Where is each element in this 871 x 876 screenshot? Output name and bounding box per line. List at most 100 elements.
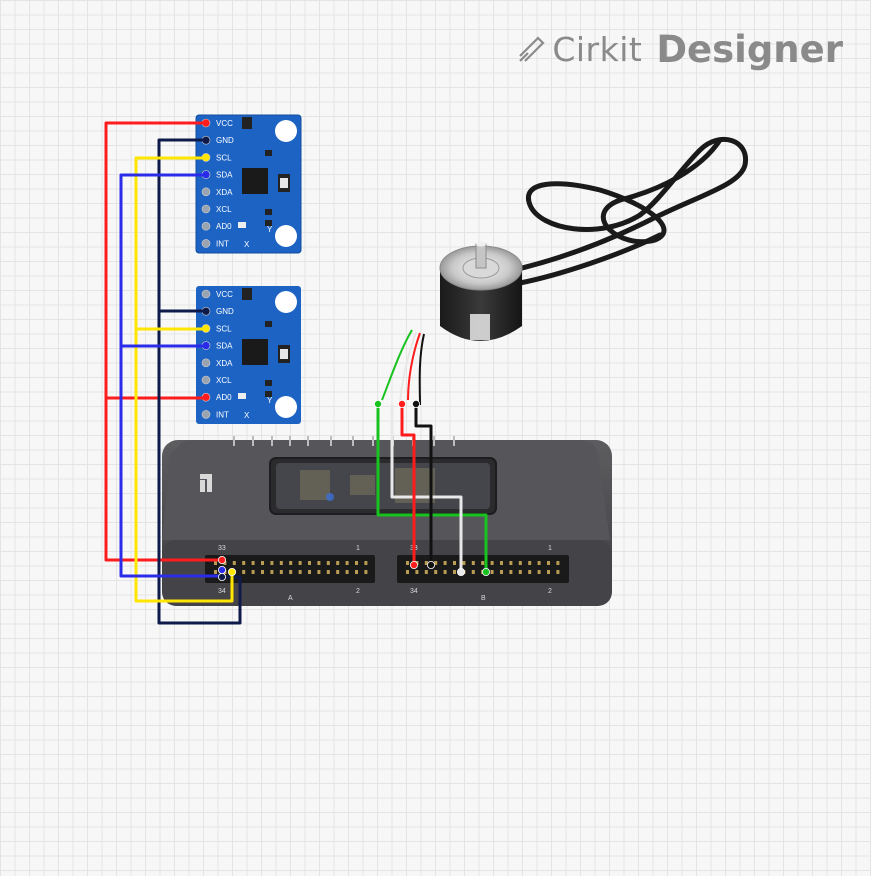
connector-pin[interactable] <box>500 561 503 565</box>
connector-pin[interactable] <box>242 561 246 565</box>
connector-a-label-2: 2 <box>356 588 360 595</box>
pin-xcl[interactable] <box>201 375 211 385</box>
wire-scl[interactable] <box>134 156 234 603</box>
connector-pin[interactable] <box>424 561 428 565</box>
connector-pin[interactable] <box>481 561 485 565</box>
connector-pin[interactable] <box>528 561 532 565</box>
connector-pin[interactable] <box>214 561 217 565</box>
connector-pin[interactable] <box>308 561 311 565</box>
wire-sda[interactable] <box>119 173 222 578</box>
connector-pin[interactable] <box>490 561 494 565</box>
connector-pin[interactable] <box>251 561 255 565</box>
pin-vcc[interactable] <box>201 289 211 299</box>
wire-endpoint[interactable] <box>426 561 435 570</box>
wire-endpoint[interactable] <box>456 568 465 577</box>
connector-pin[interactable] <box>326 561 330 565</box>
connector-pin[interactable] <box>434 561 438 565</box>
connector-pin[interactable] <box>317 570 321 574</box>
connector-pin[interactable] <box>336 570 340 574</box>
connector-pin[interactable] <box>308 570 311 574</box>
wire-gnd[interactable] <box>157 138 242 625</box>
connector-pin[interactable] <box>317 561 321 565</box>
connector-pin[interactable] <box>355 561 358 565</box>
connector-pin[interactable] <box>279 561 283 565</box>
connector-pin[interactable] <box>434 570 438 574</box>
connector-pin[interactable] <box>547 570 550 574</box>
daq-device[interactable]: 33 1 34 2 A 33 1 34 2 B <box>162 436 612 606</box>
wire-red2[interactable] <box>400 404 416 565</box>
pin-int[interactable] <box>201 239 211 248</box>
connector-pin[interactable] <box>509 570 513 574</box>
connector-pin[interactable] <box>537 570 541 574</box>
wire-white[interactable] <box>390 404 463 572</box>
daq-logo-icon <box>200 474 212 492</box>
connector-pin[interactable] <box>537 561 541 565</box>
connector-pin[interactable] <box>471 570 475 574</box>
connector-pin[interactable] <box>214 570 217 574</box>
connector-pin[interactable] <box>547 561 550 565</box>
connector-pin[interactable] <box>500 570 503 574</box>
connector-pin[interactable] <box>406 570 409 574</box>
connector-pin[interactable] <box>424 570 428 574</box>
connector-pin[interactable] <box>242 570 246 574</box>
connector-pin[interactable] <box>364 570 368 574</box>
connector-pin[interactable] <box>345 561 349 565</box>
wire-endpoint[interactable] <box>217 566 226 575</box>
connector-pin[interactable] <box>453 570 456 574</box>
connector-pin[interactable] <box>443 570 447 574</box>
connector-pin[interactable] <box>556 570 560 574</box>
wire-endpoint[interactable] <box>409 561 418 570</box>
wire-endpoint[interactable] <box>481 568 490 577</box>
connector-pin[interactable] <box>471 561 475 565</box>
connector-pin[interactable] <box>289 561 293 565</box>
connector-pin[interactable] <box>556 561 560 565</box>
connector-pin[interactable] <box>345 570 349 574</box>
connector-pin[interactable] <box>336 561 340 565</box>
connector-pin[interactable] <box>462 561 466 565</box>
connector-pin[interactable] <box>518 570 522 574</box>
connector-pin[interactable] <box>528 570 532 574</box>
connector-pin[interactable] <box>270 561 274 565</box>
connector-pin[interactable] <box>326 570 330 574</box>
pin-xda[interactable] <box>201 187 211 197</box>
connector-pin[interactable] <box>298 570 302 574</box>
connector-a[interactable]: 33 1 34 2 A <box>205 545 375 602</box>
wire-black[interactable] <box>414 404 433 565</box>
connector-pin[interactable] <box>270 570 274 574</box>
connector-b[interactable]: 33 1 34 2 B <box>397 545 569 602</box>
wire-endpoint[interactable] <box>217 556 226 565</box>
connector-a-label-34: 34 <box>218 588 226 595</box>
connector-pin[interactable] <box>453 561 456 565</box>
connector-pin[interactable] <box>355 570 358 574</box>
connector-pin[interactable] <box>279 570 283 574</box>
connector-pin[interactable] <box>298 561 302 565</box>
connector-pin[interactable] <box>251 570 255 574</box>
wire-endpoint[interactable] <box>397 399 406 408</box>
connector-pin[interactable] <box>415 570 419 574</box>
connector-pin[interactable] <box>261 570 264 574</box>
wire-endpoint[interactable] <box>373 399 382 408</box>
connector-pin[interactable] <box>443 561 447 565</box>
wire-vcc[interactable] <box>104 121 222 562</box>
pin-ad0[interactable] <box>201 221 211 231</box>
connector-pin[interactable] <box>406 561 409 565</box>
connector-pin[interactable] <box>490 570 494 574</box>
connector-pin[interactable] <box>223 561 227 565</box>
connector-pin[interactable] <box>364 561 368 565</box>
pin-xda[interactable] <box>201 358 211 368</box>
wire-endpoint[interactable] <box>227 568 236 577</box>
wire-endpoint[interactable] <box>217 573 226 582</box>
connector-pin[interactable] <box>261 561 264 565</box>
wire-endpoint[interactable] <box>411 399 420 408</box>
pin-xcl[interactable] <box>201 204 211 214</box>
rotary-encoder[interactable] <box>381 136 748 406</box>
connector-b-label-1: 1 <box>548 545 552 552</box>
connector-pin[interactable] <box>289 570 293 574</box>
pin-int[interactable] <box>201 410 211 419</box>
connector-pin[interactable] <box>509 561 513 565</box>
connector-pin[interactable] <box>232 561 236 565</box>
connector-pin[interactable] <box>518 561 522 565</box>
